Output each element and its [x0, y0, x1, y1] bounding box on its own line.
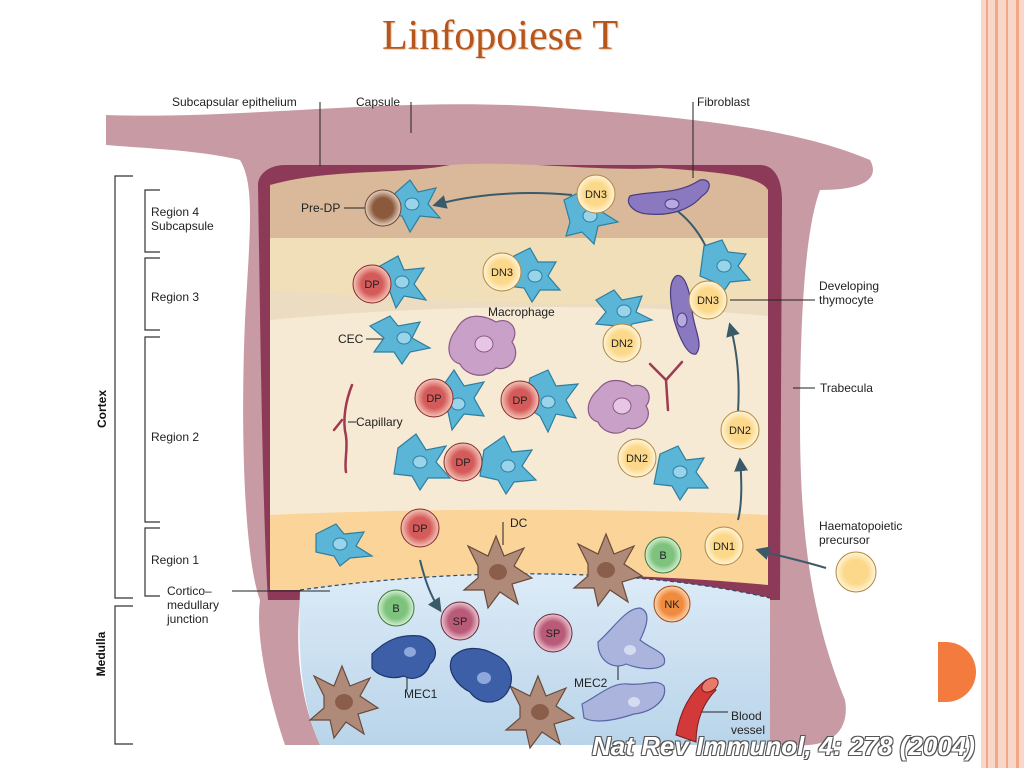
- slide-title: Linfopoiese T: [381, 13, 618, 59]
- cell-label-dn3: DN3: [697, 295, 719, 307]
- slide-border-stripe: [1016, 0, 1019, 768]
- label-trabecula: Trabecula: [820, 381, 873, 395]
- cell-label-dp: DP: [364, 279, 379, 291]
- label-cortico-medullary-junction: Cortico– medullary junction: [167, 584, 220, 626]
- label-fibroblast: Fibroblast: [697, 95, 750, 109]
- label-dc: DC: [510, 516, 528, 530]
- cell-label-dn2: DN2: [611, 338, 633, 350]
- citation: Nat Rev Immunol, 4: 278 (2004): [592, 731, 975, 761]
- label-blood-vessel: Blood vessel: [731, 709, 766, 737]
- label-region1: Region 1: [151, 553, 200, 567]
- cell-label-dn2: DN2: [626, 453, 648, 465]
- cell-label-dp: DP: [412, 523, 427, 535]
- blood-vessel: [675, 677, 719, 743]
- cell-label-nk: NK: [664, 599, 680, 611]
- label-region3: Region 3: [151, 290, 200, 304]
- pre-dp-cell: [364, 189, 402, 227]
- label-macrophage: Macrophage: [488, 305, 555, 319]
- label-capillary: Capillary: [356, 415, 403, 429]
- sp-cell: [440, 601, 480, 641]
- label-pre-dp: Pre-DP: [301, 201, 341, 215]
- cell-label-b: B: [659, 550, 666, 562]
- slide-border-stripe: [986, 0, 988, 768]
- cell-label-dp: DP: [512, 395, 527, 407]
- cortico-medullary-line: [299, 573, 771, 599]
- b-cell: [644, 536, 682, 574]
- label-region2: Region 2: [151, 430, 200, 444]
- label-cortex: Cortex: [95, 390, 109, 429]
- dp-cells: [352, 264, 540, 548]
- nk-cell: [653, 585, 691, 623]
- label-mec2: MEC2: [574, 676, 608, 690]
- label-capsule: Capsule: [356, 95, 401, 109]
- b-cell: [377, 589, 415, 627]
- capillaries: [332, 360, 684, 474]
- cell-label-sp: SP: [546, 628, 561, 640]
- slide-border-stripe: [995, 0, 998, 768]
- label-mec1: MEC1: [404, 687, 438, 701]
- leader-lines: [232, 102, 815, 713]
- sp-cell: [533, 613, 573, 653]
- dn-cells: [482, 174, 877, 593]
- label-developing-thymocyte: Developing thymocyte: [819, 279, 880, 307]
- label-cec: CEC: [338, 332, 364, 346]
- cell-label-b: B: [392, 603, 399, 615]
- cell-label-dn1: DN1: [713, 541, 735, 553]
- mec2-cells: [581, 607, 666, 722]
- cell-label-dp: DP: [455, 457, 470, 469]
- label-medulla: Medulla: [94, 631, 108, 677]
- cell-label-dn3: DN3: [491, 267, 513, 279]
- epithelial-nuclei: [332, 197, 732, 551]
- region-brackets: [114, 175, 160, 745]
- cell-label-sp: SP: [453, 616, 468, 628]
- cell-label-dp: DP: [426, 393, 441, 405]
- label-subcapsular-epithelium: Subcapsular epithelium: [172, 95, 297, 109]
- slide-border-stripe: [1006, 0, 1008, 768]
- cell-label-dn3: DN3: [585, 189, 607, 201]
- cell-label-dn2: DN2: [729, 425, 751, 437]
- label-region4: Region 4 Subcapsule: [151, 205, 214, 233]
- label-haematopoietic-precursor: Haematopoietic precursor: [819, 519, 903, 547]
